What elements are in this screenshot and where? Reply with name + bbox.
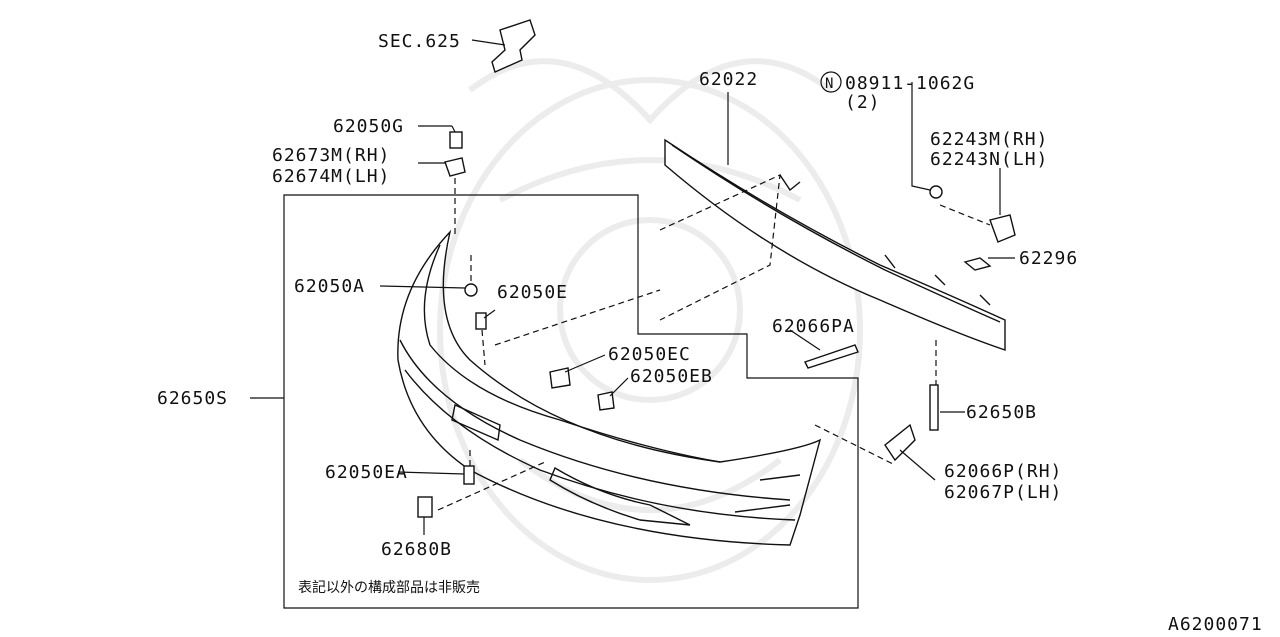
leader-lines — [250, 39, 1015, 535]
strip-62066PA — [804, 344, 859, 369]
clip-62050EA — [463, 465, 475, 485]
clip-62050EC — [549, 367, 571, 389]
watermark-emblem — [437, 58, 863, 583]
label-62022: 62022 — [699, 69, 758, 90]
bracket-62066P — [884, 423, 916, 462]
bracket-sec625 — [491, 19, 536, 73]
clip-62050E — [475, 312, 487, 330]
bolt-62650B — [929, 384, 939, 431]
clip-62050A — [464, 283, 478, 297]
label-62050EB: 62050EB — [630, 366, 713, 387]
dashed-guides — [437, 174, 991, 511]
assembly-frame — [283, 194, 859, 609]
label-62050EA: 62050EA — [325, 462, 408, 483]
label-62050G: 62050G — [333, 116, 404, 137]
clip-62050G — [449, 131, 463, 149]
label-62050EC: 62050EC — [608, 344, 691, 365]
standard-part-letter: N — [825, 76, 834, 92]
label-62243M: 62243M(RH) — [930, 129, 1048, 150]
figure-id: A6200071 — [1168, 614, 1263, 635]
bracket-62243M — [989, 214, 1016, 243]
clip-62296 — [963, 257, 992, 271]
label-62650S: 62650S — [157, 388, 228, 409]
label-62050E: 62050E — [497, 282, 568, 303]
bumper-fascia — [397, 229, 822, 546]
nut-08911 — [929, 185, 943, 199]
label-62296: 62296 — [1019, 248, 1078, 269]
label-62066P: 62066P(RH) — [944, 461, 1062, 482]
label-62673M: 62673M(RH) — [272, 145, 390, 166]
label-62674M: 62674M(LH) — [272, 166, 390, 187]
label-62050A: 62050A — [294, 276, 365, 297]
label-sec625: SEC.625 — [378, 31, 461, 52]
label-62243N: 62243N(LH) — [930, 149, 1048, 170]
clip-62680B — [417, 496, 433, 518]
label-nut-qty: (2) — [845, 92, 881, 113]
label-62067P: 62067P(LH) — [944, 482, 1062, 503]
label-62650B: 62650B — [966, 402, 1037, 423]
label-62680B: 62680B — [381, 539, 452, 560]
label-08911-1062G: 08911-1062G — [845, 73, 975, 94]
note-not-for-sale: 表記以外の構成部品は非販売 — [298, 579, 480, 596]
label-62066PA: 62066PA — [772, 316, 855, 337]
reinforcement-beam — [664, 138, 1006, 351]
standard-part-symbol — [820, 71, 842, 93]
clip-62050EB — [597, 391, 615, 411]
bracket-62673M — [444, 157, 466, 177]
